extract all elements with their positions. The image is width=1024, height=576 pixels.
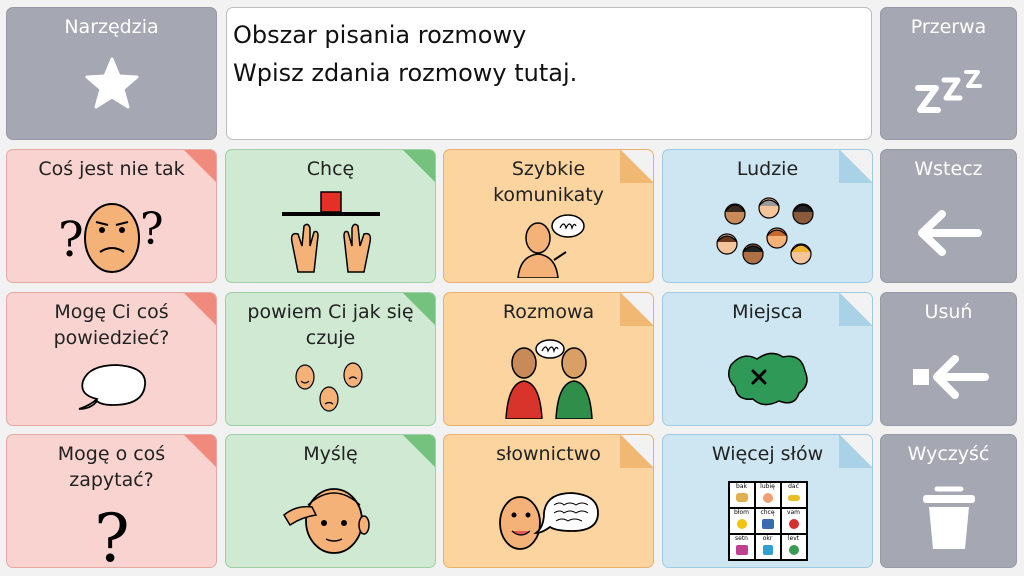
thinking-person-icon [226,475,435,563]
tile-label: Mogę o coś zapytać? [57,443,166,491]
folder-fold [620,435,653,468]
folder-fold [839,293,872,326]
tile-vocabulary[interactable]: słownictwo [443,434,654,568]
mini-cell: lubię [755,483,780,507]
back-button[interactable]: Wstecz [880,149,1017,283]
tile-i-want[interactable]: Chcę [225,149,436,283]
folder-fold [839,150,872,183]
word-grid-icon: bak lubię dać błom chcę vam setn okr lev… [663,481,872,561]
tile-label: Rozmowa [502,301,595,323]
tile-label: słownictwo [496,443,601,465]
mini-cell: bak [729,483,754,507]
category-corner [402,435,435,468]
message-line-2: Wpisz zdania rozmowy tutaj. [233,59,578,87]
category-corner [402,293,435,326]
category-corner [402,150,435,183]
tile-something-wrong[interactable]: Coś jest nie tak ? ? [6,149,217,283]
folder-fold [620,293,653,326]
category-corner [183,150,216,183]
tile-how-i-feel[interactable]: powiem Ci jak się czuje [225,292,436,426]
two-people-talking-icon [444,337,653,419]
pause-button[interactable]: Przerwa [880,7,1017,140]
tile-label: Coś jest nie tak [38,158,185,180]
mini-cell: setn [729,535,754,559]
category-corner [183,435,216,468]
tile-quick-messages[interactable]: Szybkie komunikaty [443,149,654,283]
message-line-1: Obszar pisania rozmowy [233,21,527,49]
tile-label: Chcę [306,158,355,180]
svg-text:?: ? [94,500,129,567]
tile-conversation[interactable]: Rozmowa [443,292,654,426]
want-hands-icon [226,188,435,278]
mini-cell: błom [729,509,754,533]
tile-i-think[interactable]: Myślę [225,434,436,568]
people-group-icon [663,192,872,276]
category-corner [183,293,216,326]
tools-label: Narzędzia [64,16,159,38]
sleep-zzz-icon [881,60,1016,116]
clear-label: Wyczyść [907,443,990,465]
folder-fold [839,435,872,468]
treasure-map-icon [663,345,872,411]
speech-bubble-icon [7,359,216,415]
message-area[interactable]: Obszar pisania rozmowy Wpisz zdania rozm… [226,7,872,140]
tile-label: Miejsca [732,301,803,323]
tile-label: Myślę [303,443,358,465]
tile-label: Ludzie [736,158,799,180]
tile-label: Mogę Ci coś powiedzieć? [53,301,170,349]
feelings-faces-icon [226,361,435,415]
mini-cell: okr [755,535,780,559]
tile-people[interactable]: Ludzie [662,149,873,283]
worried-face-icon: ? ? [7,188,216,278]
clear-button[interactable]: Wyczyść [880,434,1017,568]
trash-can-icon [881,483,1016,553]
folder-fold [620,150,653,183]
speaking-person-icon [444,212,653,278]
question-mark-icon: ? [7,491,216,567]
talking-face-icon [444,483,653,555]
tile-can-i-ask[interactable]: Mogę o coś zapytać? ? [6,434,217,568]
tile-label: powiem Ci jak się czuje [247,301,414,349]
mini-cell: levt [781,535,806,559]
tile-label: Więcej słów [711,443,824,465]
delete-label: Usuń [924,301,973,323]
mini-cell: chcę [755,509,780,533]
tools-button[interactable]: Narzędzia [6,7,217,140]
tile-label: Szybkie komunikaty [493,158,604,206]
svg-text:?: ? [58,212,84,268]
back-label: Wstecz [914,158,983,180]
mini-cell: vam [781,509,806,533]
svg-text:?: ? [140,204,164,255]
delete-button[interactable]: Usuń [880,292,1017,426]
star-icon [7,56,216,112]
tile-can-i-tell-you[interactable]: Mogę Ci coś powiedzieć? [6,292,217,426]
pause-label: Przerwa [910,16,987,38]
mini-cell: dać [781,483,806,507]
tile-places[interactable]: Miejsca [662,292,873,426]
tile-more-words[interactable]: Więcej słów bak lubię dać błom chcę vam … [662,434,873,568]
arrow-left-icon [881,208,1016,258]
backspace-icon [881,353,1016,401]
